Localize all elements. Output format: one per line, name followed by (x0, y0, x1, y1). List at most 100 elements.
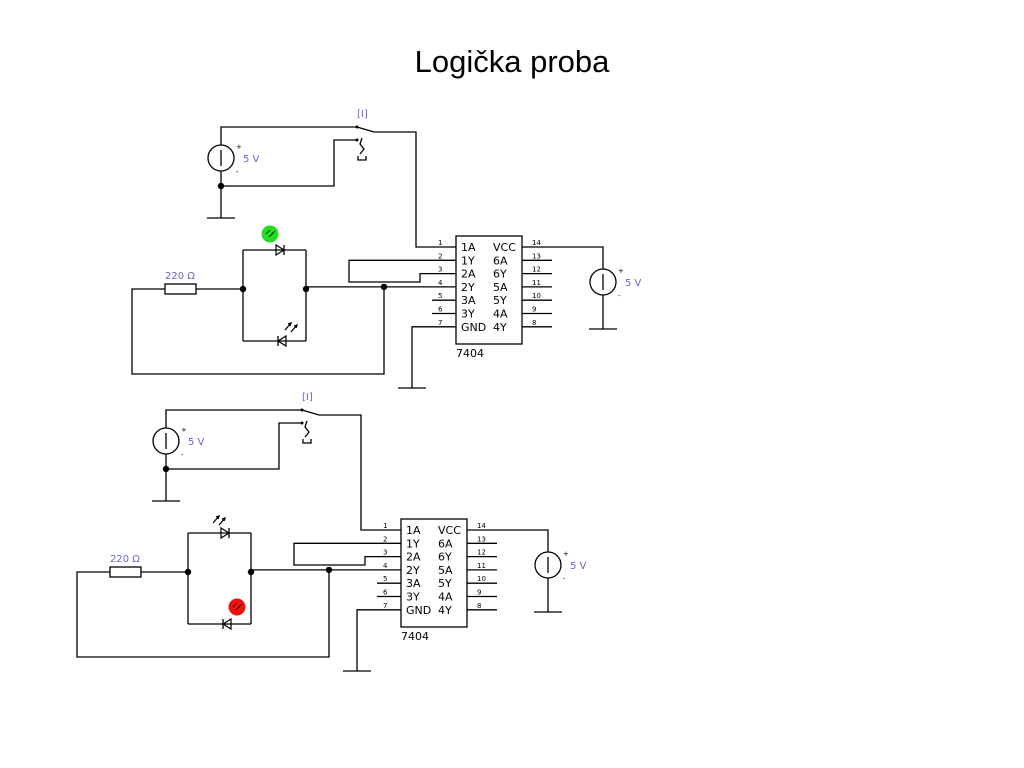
switch-contact-icon (355, 125, 359, 129)
switch-key-label: [I] (302, 392, 313, 403)
wire-gnd (411, 326, 432, 388)
ic-pin-name: GND (461, 321, 486, 334)
minus-sign: - (618, 292, 621, 300)
wire-switch-to-1A (374, 131, 432, 248)
led-light-arrow-head (215, 514, 221, 520)
led-icon (275, 243, 286, 257)
ic-pin-name: VCC (438, 524, 461, 537)
ic-pin-number: 10 (532, 292, 541, 300)
led-icon (221, 617, 232, 631)
ic-pin-number: 4 (438, 279, 443, 287)
ic-pin-number: 3 (438, 266, 442, 274)
resistor-label: 220 Ω (110, 554, 140, 565)
plus-sign: + (618, 267, 624, 275)
ic-pin-name: 6Y (438, 551, 452, 564)
switch-spring-icon (304, 420, 310, 438)
ic-pin-name: 6A (438, 537, 453, 550)
junction-dot (380, 283, 388, 291)
ic-pin-name: GND (406, 604, 431, 617)
source-voltage-label: 5 V (243, 154, 260, 165)
ic-pin-name: 3Y (406, 591, 420, 604)
ic-pin-name: 6A (493, 254, 508, 267)
ic-pin-name: 3A (461, 294, 476, 307)
ic-pin-number: 12 (477, 549, 486, 557)
ic-pin-name: 1Y (461, 254, 475, 267)
plus-sign: + (181, 426, 187, 434)
ic-pin-name: 4A (438, 591, 453, 604)
ic-pin-number: 7 (383, 602, 387, 610)
switch-contact-icon (355, 138, 359, 142)
ic-pin-number: 3 (383, 549, 387, 557)
plus-sign: + (563, 550, 569, 558)
led-light-arrow-head (221, 516, 227, 522)
ic-pin-number: 2 (383, 535, 387, 543)
ic-pin-name: 2A (461, 268, 476, 281)
ic-pin-name: 4Y (493, 321, 507, 334)
ic-pin-number: 7 (438, 319, 442, 327)
ic-part-name: 7404 (456, 347, 484, 360)
ic-pin-number: 11 (477, 562, 486, 570)
page-title: Logička proba (414, 44, 610, 79)
switch-contact-icon (300, 408, 304, 412)
led-icon (276, 334, 287, 348)
switch-lever (356, 126, 375, 133)
ic-pin-name: 2A (406, 551, 421, 564)
switch-contact-icon (300, 421, 304, 425)
led-glow-icon (228, 598, 246, 616)
ic-pin-number: 11 (532, 279, 541, 287)
ic-pin-number: 14 (477, 522, 486, 530)
ic-7404-body (400, 518, 468, 628)
resistor-icon (164, 283, 197, 295)
wire-return-loop (131, 286, 385, 375)
plus-sign: + (236, 143, 242, 151)
ic-pin-name: 2Y (461, 281, 475, 294)
minus-sign: - (236, 168, 239, 176)
ic-pin-number: 8 (532, 319, 536, 327)
led-glow-icon (261, 225, 279, 243)
led-glow-arrow (270, 230, 276, 236)
minus-sign: - (563, 575, 566, 583)
ic-pin-number: 12 (532, 266, 541, 274)
ic-pin-number: 1 (383, 522, 387, 530)
led-light-arrow-head (287, 321, 293, 327)
ic-7404-body (455, 235, 523, 345)
wire-return-loop (76, 569, 330, 658)
ic-pin-number: 4 (383, 562, 388, 570)
ic-pin-name: 5Y (493, 294, 507, 307)
wire-vcc (497, 529, 549, 552)
ic-pin-name: 1A (461, 241, 476, 254)
wire-vcc (552, 246, 604, 269)
ic-pin-name: 1A (406, 524, 421, 537)
ic-pin-number: 13 (532, 252, 541, 260)
wire-source-to-switch (220, 126, 356, 145)
led-glow-arrow (232, 602, 238, 608)
ic-pin-name: VCC (493, 241, 516, 254)
minus-sign: - (181, 451, 184, 459)
resistor-label: 220 Ω (165, 271, 195, 282)
source-voltage-label: 5 V (570, 561, 587, 572)
led-light-arrow-head (293, 323, 299, 329)
wire-source-to-switch (165, 409, 301, 428)
switch-spring-icon (359, 137, 365, 155)
ic-pin-number: 9 (532, 306, 536, 314)
ic-pin-number: 2 (438, 252, 442, 260)
ic-pin-name: 4Y (438, 604, 452, 617)
ic-part-name: 7404 (401, 630, 429, 643)
ic-pin-number: 8 (477, 602, 481, 610)
switch-lever (301, 409, 320, 416)
ic-pin-name: 5Y (438, 577, 452, 590)
resistor-icon (109, 566, 142, 578)
ic-pin-name: 1Y (406, 537, 420, 550)
ic-pin-name: 5A (438, 564, 453, 577)
ic-pin-name: 4A (493, 308, 508, 321)
ic-pin-number: 9 (477, 589, 481, 597)
ic-pin-number: 6 (383, 589, 388, 597)
ic-pin-name: 2Y (406, 564, 420, 577)
led-glow-arrow (237, 603, 243, 609)
wire-switch-lower (166, 422, 302, 470)
ic-pin-number: 5 (438, 292, 442, 300)
switch-key-label: [I] (357, 109, 368, 120)
switch-base-icon (302, 439, 312, 444)
